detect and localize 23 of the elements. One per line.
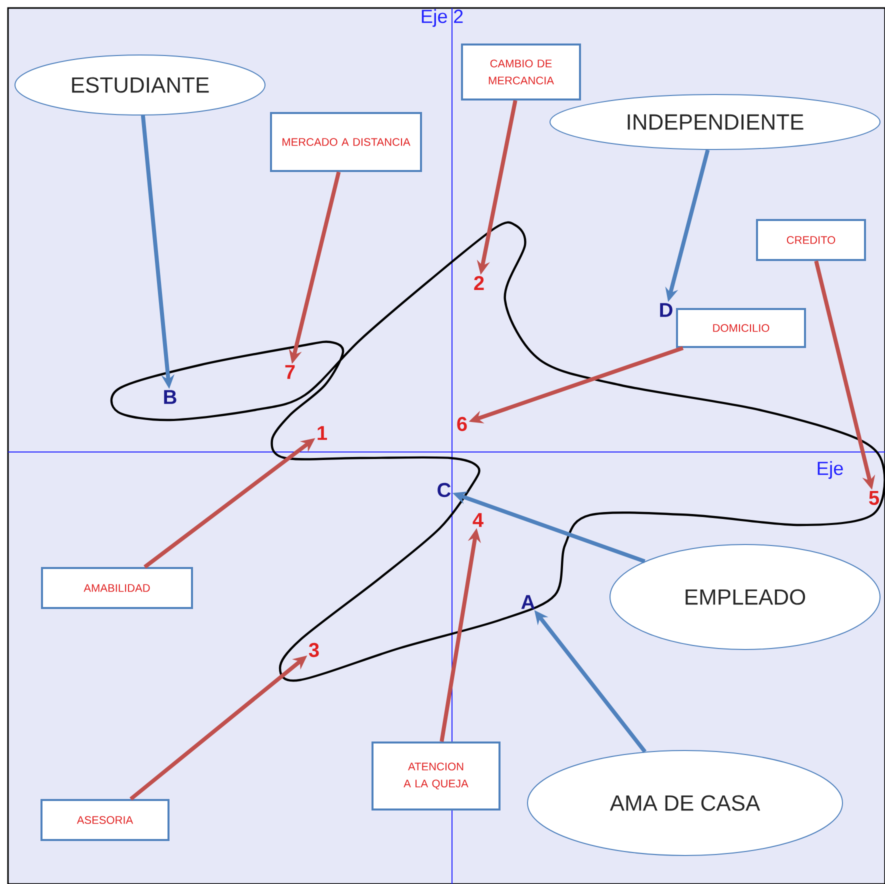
text-box: AMABILIDAD — [41, 567, 193, 609]
point-number: 5 — [869, 491, 880, 505]
text-box: CREDITO — [756, 219, 866, 261]
axis-label: Eje 2 — [422, 9, 463, 27]
point-letter: D — [660, 303, 672, 317]
text-box: ATENCION A LA QUEJA — [372, 742, 500, 810]
axis-label: Eje — [818, 461, 843, 479]
point-number: 6 — [457, 416, 467, 432]
ellipse-node: ESTUDIANTE — [14, 54, 266, 116]
text-box: DOMICILIO — [676, 308, 806, 348]
point-number: 7 — [285, 365, 295, 379]
point-number: 2 — [474, 276, 484, 290]
text-box: CAMBIO DE MERCANCIA — [461, 44, 581, 100]
point-letter: C — [438, 482, 451, 498]
point-number: 1 — [318, 426, 328, 440]
ellipse-node: EMPLEADO — [610, 544, 880, 650]
ellipse-node: AMA DE CASA — [527, 750, 843, 856]
text-box: ASESORIA — [40, 799, 170, 841]
point-number: 4 — [472, 513, 484, 527]
point-number: 3 — [308, 642, 319, 658]
text-box: MERCADO A DISTANCIA — [270, 112, 422, 172]
point-letter: B — [164, 390, 176, 404]
point-letter: A — [521, 595, 535, 609]
